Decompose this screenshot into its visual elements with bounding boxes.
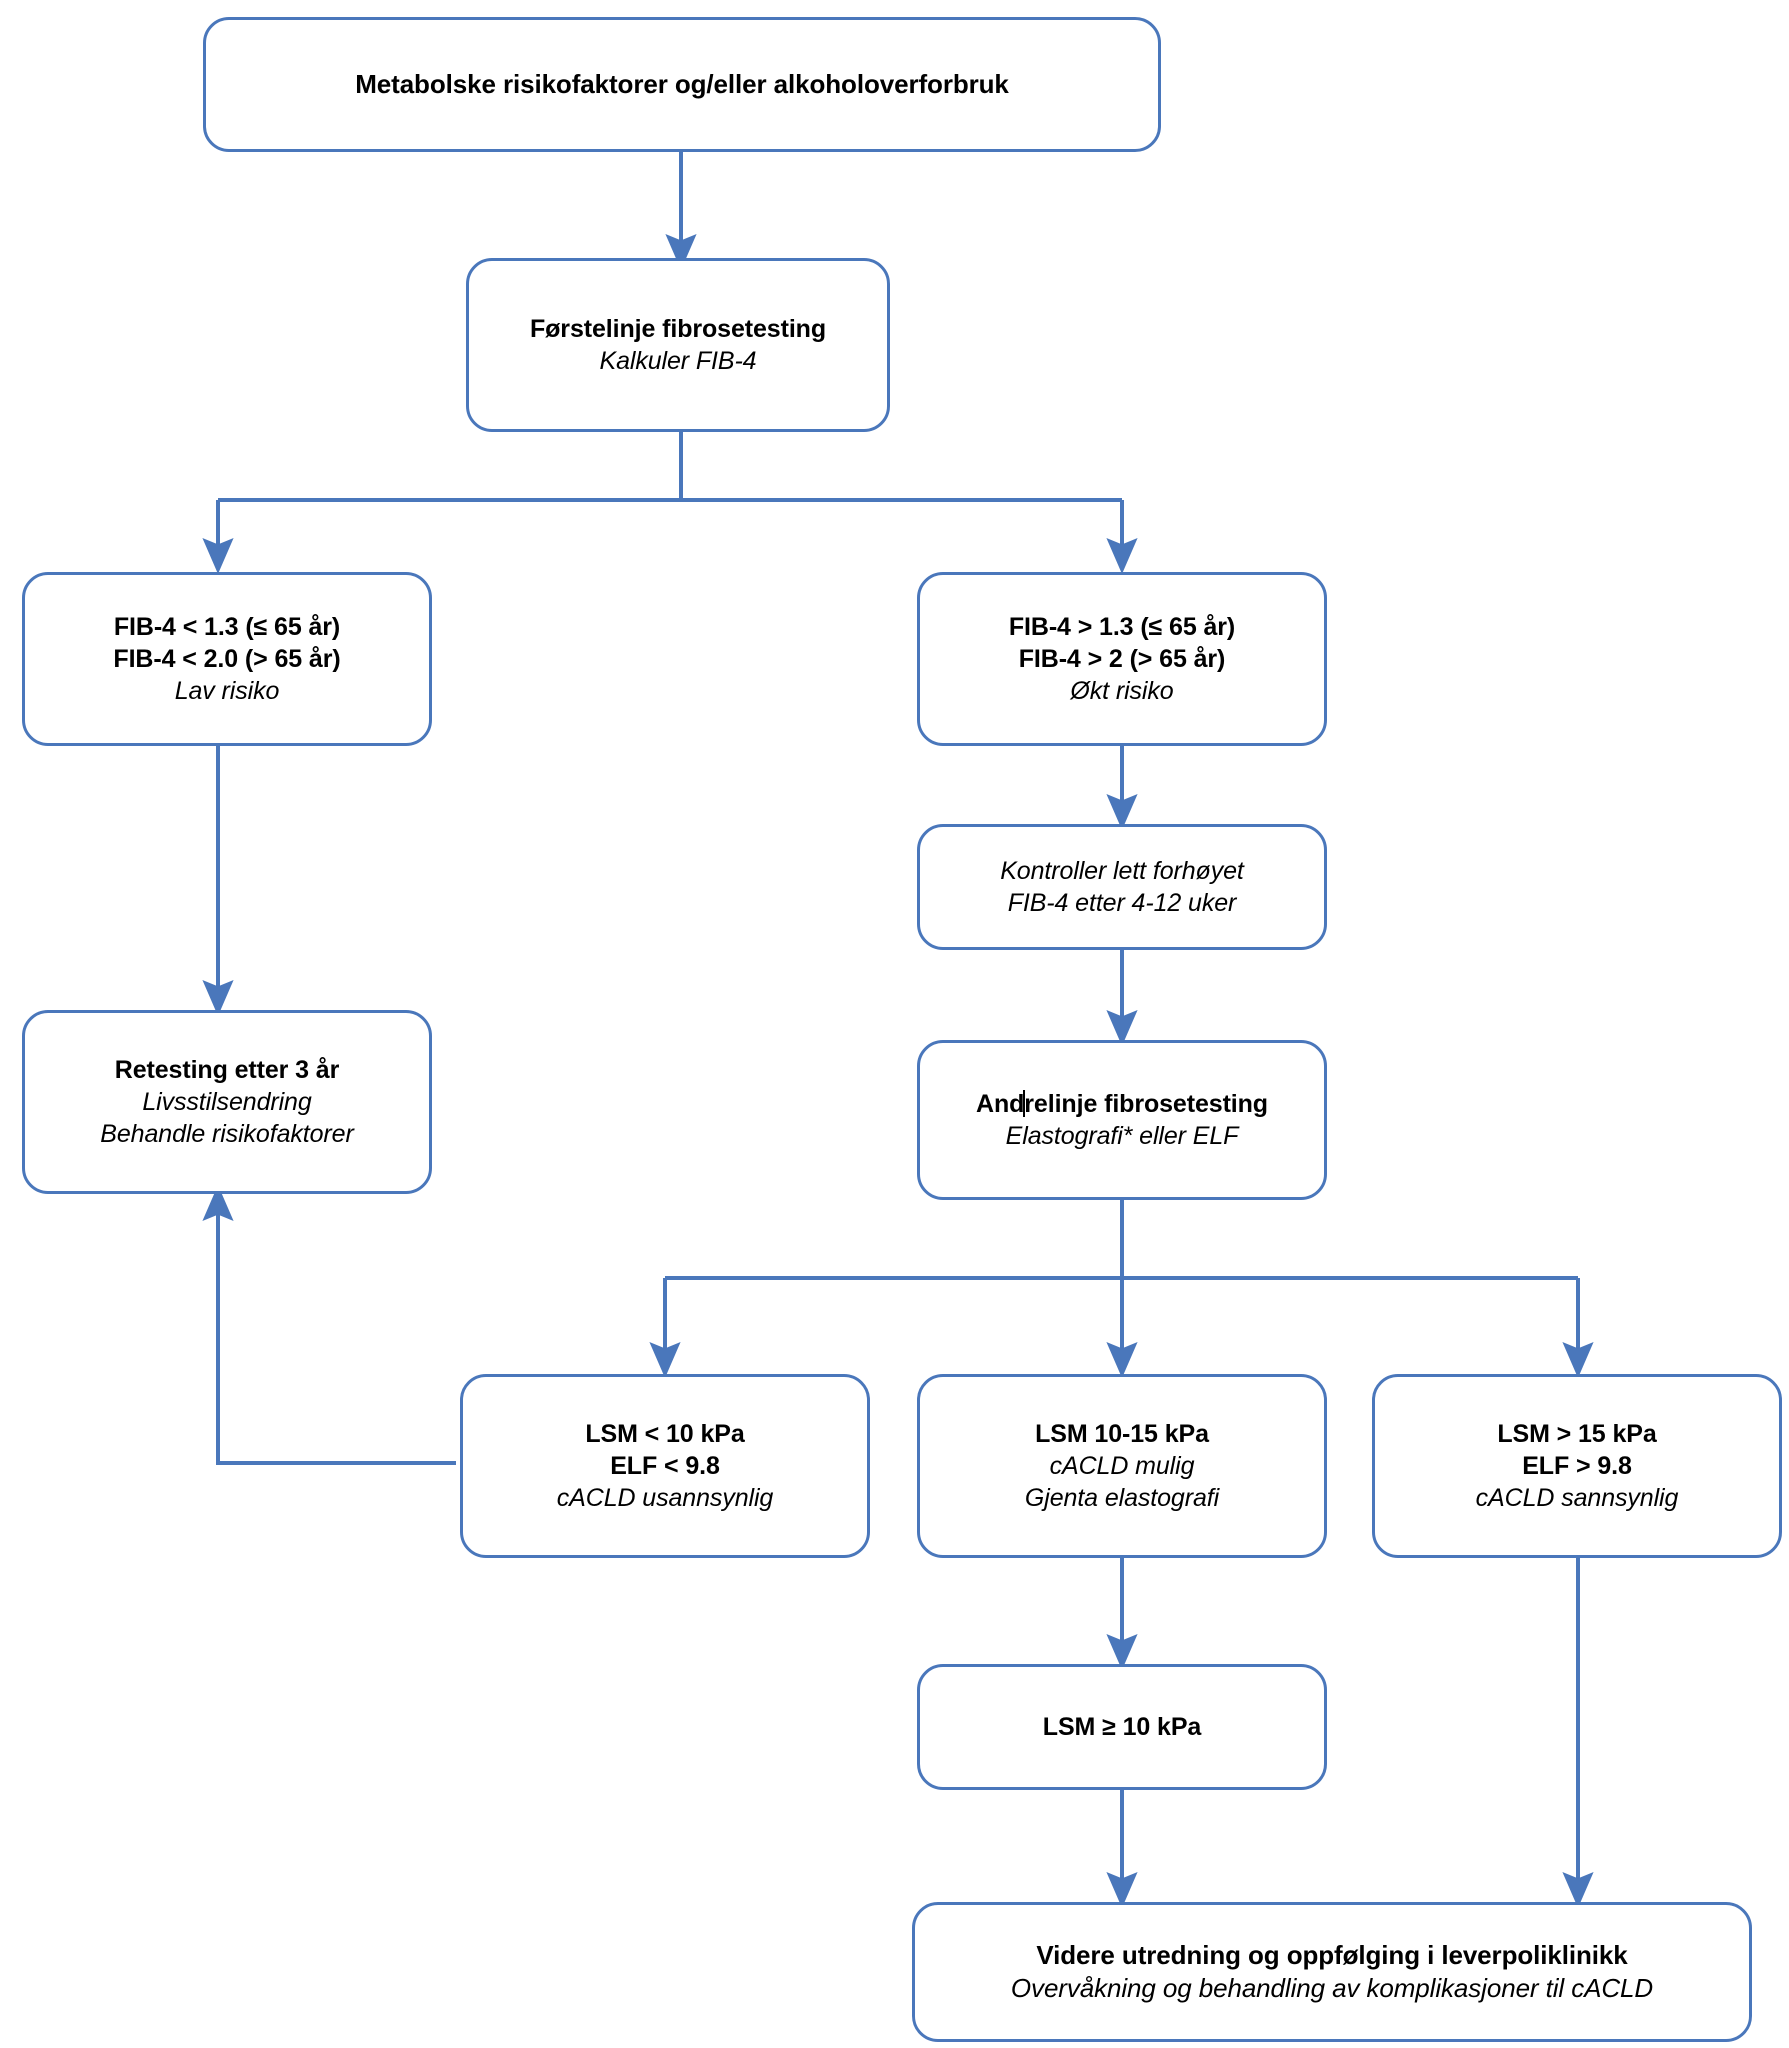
edge-lsm-low-to-retest: [202, 1185, 456, 1465]
node-retest-line-1: Retesting etter 3 år: [114, 1056, 340, 1084]
node-recheck-line-2: FIB-4 etter 4-12 uker: [1007, 889, 1237, 917]
node-low-risk-line-3: Lav risiko: [174, 677, 280, 705]
node-lsm-mid-line-3: Gjenta elastografi: [1024, 1484, 1220, 1512]
node-low-risk-line-2: FIB-4 < 2.0 (> 65 år): [113, 645, 341, 673]
text-cursor-caret: [1023, 1090, 1026, 1117]
node-referral-line-1: Videre utredning og oppfølging i leverpo…: [1036, 1939, 1628, 1970]
node-lsm-mid-line-1: LSM 10-15 kPa: [1035, 1420, 1209, 1448]
node-second-line-testing-line-1: Andrelinje fibrosetesting: [934, 1088, 1310, 1120]
node-lsm-low-line-1: LSM < 10 kPa: [585, 1420, 745, 1448]
node-lsm-low[interactable]: LSM < 10 kPa ELF < 9.8 cACLD usannsynlig: [460, 1374, 870, 1558]
second-line-text-before-caret: And: [976, 1090, 1025, 1118]
node-retest-line-2: Livsstilsendring: [142, 1088, 312, 1116]
node-second-line-testing-line-2: Elastografi* eller ELF: [1005, 1122, 1239, 1150]
node-retest-line-3: Behandle risikofaktorer: [100, 1120, 354, 1148]
node-lsm-high-line-3: cACLD sannsynlig: [1475, 1484, 1679, 1512]
node-lsm-repeat-line-1: LSM ≥ 10 kPa: [1042, 1713, 1202, 1741]
node-low-risk-line-1: FIB-4 < 1.3 (≤ 65 år): [113, 613, 341, 641]
node-lsm-high[interactable]: LSM > 15 kPa ELF > 9.8 cACLD sannsynlig: [1372, 1374, 1782, 1558]
node-start-line-1: Metabolske risikofaktorer og/eller alkoh…: [355, 68, 1009, 99]
node-retest-3-years[interactable]: Retesting etter 3 år Livsstilsendring Be…: [22, 1010, 432, 1194]
node-lsm-repeat[interactable]: LSM ≥ 10 kPa: [917, 1664, 1327, 1790]
node-referral-line-2: Overvåkning og behandling av komplikasjo…: [1010, 1973, 1654, 2003]
node-increased-risk-line-2: FIB-4 > 2 (> 65 år): [1018, 645, 1226, 673]
node-increased-risk[interactable]: FIB-4 > 1.3 (≤ 65 år) FIB-4 > 2 (> 65 år…: [917, 572, 1327, 746]
node-recheck-fib4[interactable]: Kontroller lett forhøyet FIB-4 etter 4-1…: [917, 824, 1327, 950]
node-lsm-mid[interactable]: LSM 10-15 kPa cACLD mulig Gjenta elastog…: [917, 1374, 1327, 1558]
second-line-text-after-caret: relinje fibrosetesting: [1024, 1090, 1268, 1118]
node-increased-risk-line-3: Økt risiko: [1070, 677, 1174, 705]
node-lsm-low-line-3: cACLD usannsynlig: [556, 1484, 774, 1512]
node-first-line-testing[interactable]: Førstelinje fibrosetesting Kalkuler FIB-…: [466, 258, 890, 432]
node-lsm-mid-line-2: cACLD mulig: [1049, 1452, 1195, 1480]
node-lsm-high-line-2: ELF > 9.8: [1522, 1452, 1632, 1480]
node-second-line-testing[interactable]: Andrelinje fibrosetesting Elastografi* e…: [917, 1040, 1327, 1200]
node-first-line-testing-line-2: Kalkuler FIB-4: [599, 347, 757, 375]
node-lsm-low-line-2: ELF < 9.8: [610, 1452, 720, 1480]
node-low-risk[interactable]: FIB-4 < 1.3 (≤ 65 år) FIB-4 < 2.0 (> 65 …: [22, 572, 432, 746]
node-increased-risk-line-1: FIB-4 > 1.3 (≤ 65 år): [1008, 613, 1236, 641]
node-recheck-line-1: Kontroller lett forhøyet: [1000, 857, 1244, 885]
node-first-line-testing-line-1: Førstelinje fibrosetesting: [529, 315, 827, 343]
node-lsm-high-line-1: LSM > 15 kPa: [1497, 1420, 1657, 1448]
node-referral[interactable]: Videre utredning og oppfølging i leverpo…: [912, 1902, 1752, 2042]
node-start[interactable]: Metabolske risikofaktorer og/eller alkoh…: [203, 17, 1161, 152]
